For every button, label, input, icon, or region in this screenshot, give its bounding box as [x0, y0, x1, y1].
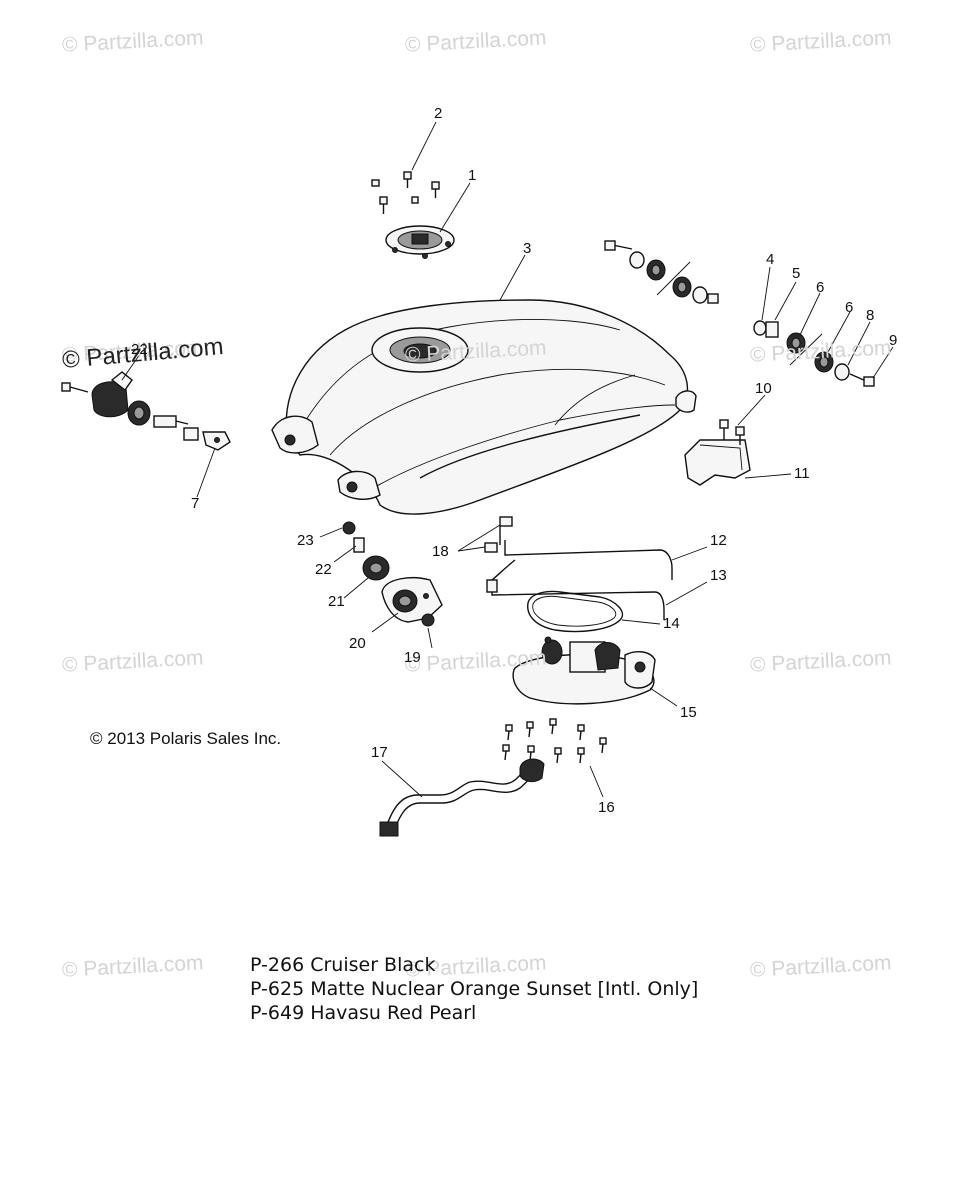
pump-gasket: [527, 590, 624, 633]
fuel-cap: [385, 225, 455, 259]
callout-15: 15: [680, 704, 697, 721]
pump-screws: [502, 718, 607, 764]
callout-17: 17: [371, 744, 388, 761]
callout-9: 9: [889, 332, 898, 349]
color-code-list: P-266 Cruiser Black P-625 Matte Nuclear …: [250, 953, 698, 1025]
callout-1: 1: [468, 167, 477, 184]
callout-13: 13: [710, 567, 727, 584]
callout-19: 19: [404, 649, 421, 666]
callout-10: 10: [755, 380, 772, 397]
rear-mount-left: [61, 371, 231, 451]
callout-23: 23: [297, 532, 314, 549]
callout-2: 2: [434, 105, 443, 122]
rear-mount-parts: [342, 521, 443, 627]
callout-22-left: 22: [131, 341, 148, 358]
callout-4: 4: [766, 251, 775, 268]
callout-6: 6: [816, 279, 825, 296]
callout-18: 18: [432, 543, 449, 560]
callout-14: 14: [663, 615, 680, 632]
callout-16: 16: [598, 799, 615, 816]
callout-5: 5: [792, 265, 801, 282]
color-code-item: P-266 Cruiser Black: [250, 954, 436, 976]
color-code-item: P-625 Matte Nuclear Orange Sunset [Intl.…: [250, 978, 699, 1000]
copyright-notice: © 2013 Polaris Sales Inc.: [90, 729, 282, 748]
fuel-tank: [271, 299, 697, 515]
callout-20: 20: [349, 635, 366, 652]
front-mount-hardware: [604, 240, 875, 387]
color-code-item: P-649 Havasu Red Pearl: [250, 1002, 477, 1024]
vent-hoses: [484, 516, 673, 620]
callout-7: 7: [191, 495, 200, 512]
callout-6b: 6: [845, 299, 854, 316]
callout-22: 22: [315, 561, 332, 578]
callout-11: 11: [794, 465, 810, 482]
mount-bracket: [684, 419, 751, 486]
callout-8: 8: [866, 307, 875, 324]
leader-lines: [121, 121, 894, 798]
fuel-line: [379, 758, 545, 837]
callout-3: 3: [523, 240, 532, 257]
callout-21: 21: [328, 593, 345, 610]
fuel-pump: [512, 636, 656, 705]
cap-screws: [371, 171, 440, 214]
callout-12: 12: [710, 532, 727, 549]
